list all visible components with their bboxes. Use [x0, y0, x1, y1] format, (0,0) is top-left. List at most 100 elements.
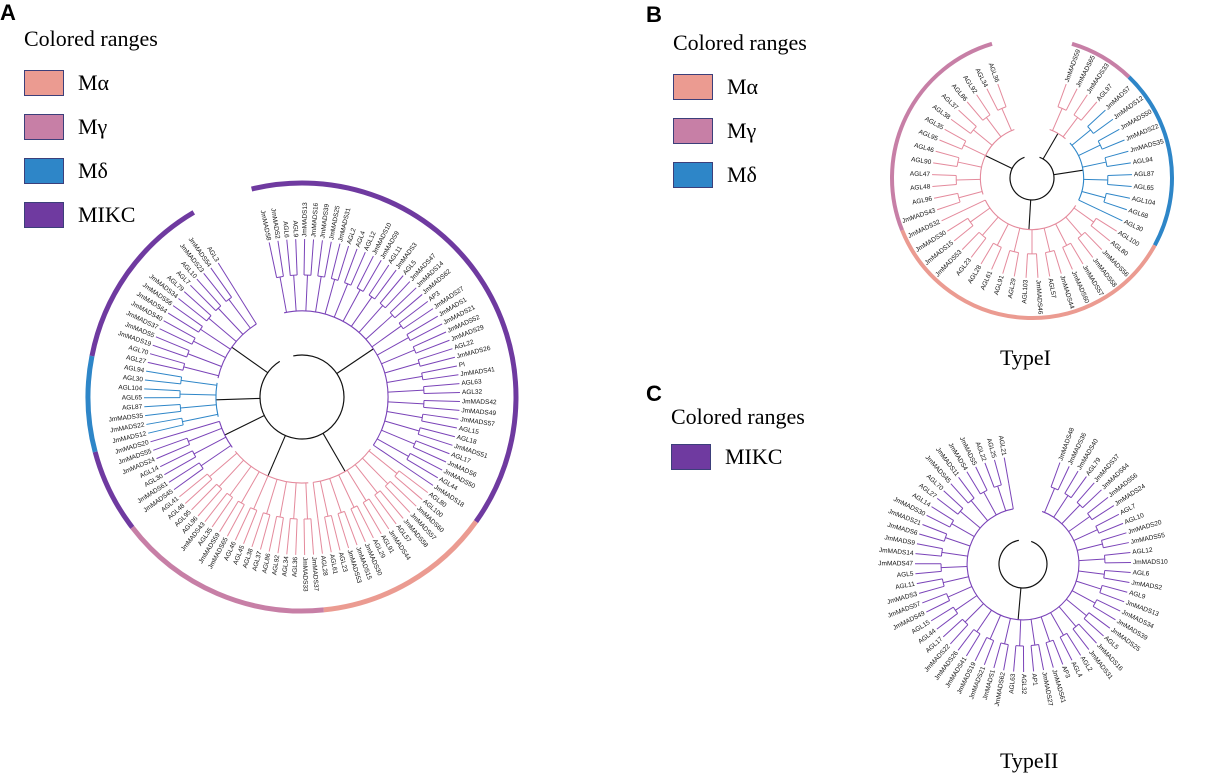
tree-leaf-branch [167, 312, 199, 333]
tree-leaf-branch [179, 473, 208, 498]
tree-branch [182, 413, 218, 423]
tree-leaf-branch [384, 485, 411, 513]
tree-leaf-branch [402, 308, 434, 330]
tree-leaf-label: AGL15 [458, 425, 480, 436]
tree-leaf-label: JmMADS33 [301, 557, 309, 592]
tree-leaf-branch [1077, 237, 1094, 258]
tree-leaf-label: AGL103 [1021, 279, 1029, 304]
tree-subclade-arc [949, 520, 954, 528]
tree-leaf-label: AGL63 [1008, 673, 1017, 694]
tree-branch [997, 485, 1007, 511]
tree-leaf-branch [317, 517, 323, 554]
legend-swatch-md [24, 158, 64, 184]
tree-branch [305, 275, 308, 312]
tree-leaf-branch [983, 640, 995, 666]
legend-label: Mγ [727, 118, 757, 143]
tree-leaf-branch [1083, 618, 1104, 637]
tree-leaf-label: JmMADS2 [1131, 580, 1163, 592]
tree-leaf-branch [941, 209, 964, 222]
tree-leaf-branch [423, 383, 460, 388]
tree-leaf-branch [409, 452, 443, 471]
tree-branch [1043, 228, 1051, 252]
tree-clade-arc [217, 323, 257, 379]
tree-leaf-branch [950, 118, 971, 134]
tree-leaf-label: JmMADS57 [460, 416, 496, 428]
tree-colored-range-mikc [251, 180, 519, 524]
tree-leaf-branch [1030, 645, 1035, 672]
tree-leaf-branch [155, 336, 190, 351]
tree-leaf-branch [1101, 584, 1128, 593]
tree-leaf-branch [423, 392, 460, 395]
tree-branch [1068, 516, 1091, 533]
tree-branch [963, 199, 986, 211]
tree-branch [1004, 618, 1011, 644]
tree-leaf-branch [303, 519, 306, 555]
tree-subclade-arc [1103, 570, 1106, 579]
tree-leaf-branch [409, 323, 443, 342]
tree-leaf-branch [993, 642, 1002, 669]
tree-leaf-branch [1097, 128, 1120, 142]
tree-stem [267, 435, 286, 477]
tree-leaf-branch [374, 494, 397, 525]
tree-leaf-label: AGL87 [1134, 171, 1155, 179]
tree-leaf-branch [974, 637, 988, 662]
tree-leaf-branch [148, 424, 184, 434]
tree-subclade-arc [1104, 157, 1108, 167]
tree-leaf-branch [1062, 247, 1073, 270]
tree-subclade-arc [973, 629, 981, 635]
tree-leaf-branch [147, 361, 184, 371]
tree-leaf-branch [1057, 466, 1070, 491]
tree-leaf-branch [966, 471, 981, 495]
tree-leaf-branch [1070, 242, 1084, 265]
tree-branch [236, 293, 257, 325]
tree-branch [1071, 129, 1091, 146]
tree-leaf-branch [423, 399, 460, 402]
tree-leaf-label: JmMADS10 [1133, 559, 1168, 566]
tree-branch [217, 307, 244, 335]
tree-leaf-label: JmMADS35 [108, 413, 144, 424]
tree-branch [209, 452, 238, 478]
tree-leaf-branch [277, 240, 284, 277]
tree-leaf-branch [1099, 592, 1125, 603]
tree-leaf-branch [944, 128, 967, 142]
tree-leaf-label: AGL21 [997, 435, 1007, 457]
tree-leaf-branch [970, 237, 987, 258]
tree-subclade-arc [943, 533, 948, 542]
tree-leaf-label: JmMADS49 [461, 407, 497, 417]
tree-leaf-branch [344, 511, 358, 546]
tree-leaf-branch [251, 512, 264, 548]
tree-branch [293, 482, 297, 519]
tree-subclade-arc [970, 126, 977, 134]
tree-leaf-branch [389, 480, 417, 507]
tree-leaf-branch [310, 518, 315, 555]
tree-leaf-branch [196, 278, 222, 307]
tree-subclade-arc [206, 315, 212, 322]
tree-leaf-branch [211, 497, 233, 528]
tree-leaf-branch [915, 570, 942, 575]
tree-leaf-branch [1100, 209, 1123, 222]
tree-leaf-branch [243, 510, 258, 544]
panel-letter-c: C [646, 381, 662, 406]
tree-leaf-branch [356, 255, 374, 289]
tree-leaf-branch [178, 298, 207, 322]
tree-leaf-branch [1104, 551, 1131, 556]
tree-leaf-branch [1059, 636, 1073, 661]
tree-leaf-label: AGL6 [281, 221, 290, 239]
tree-branch [266, 479, 278, 514]
tree-leaf-branch [1044, 252, 1051, 277]
tree-branch [342, 289, 361, 322]
tree-leaf-label: AGL9 [1128, 590, 1146, 601]
tree-leaf-label: AGL47 [910, 171, 931, 179]
tree-leaf-branch [986, 88, 999, 111]
tree-branch [1062, 117, 1079, 138]
tree-branch [1040, 616, 1051, 642]
tree-leaf-branch [350, 252, 366, 286]
tree-leaf-branch [259, 514, 271, 550]
tree-branch [329, 478, 342, 513]
tree-stem [322, 433, 346, 472]
legend-item-ma: Mα [24, 70, 109, 96]
tree-leaf-branch [1106, 192, 1131, 199]
tree-leaf-branch [422, 413, 459, 420]
legend-item-ma: Mα [673, 74, 758, 100]
